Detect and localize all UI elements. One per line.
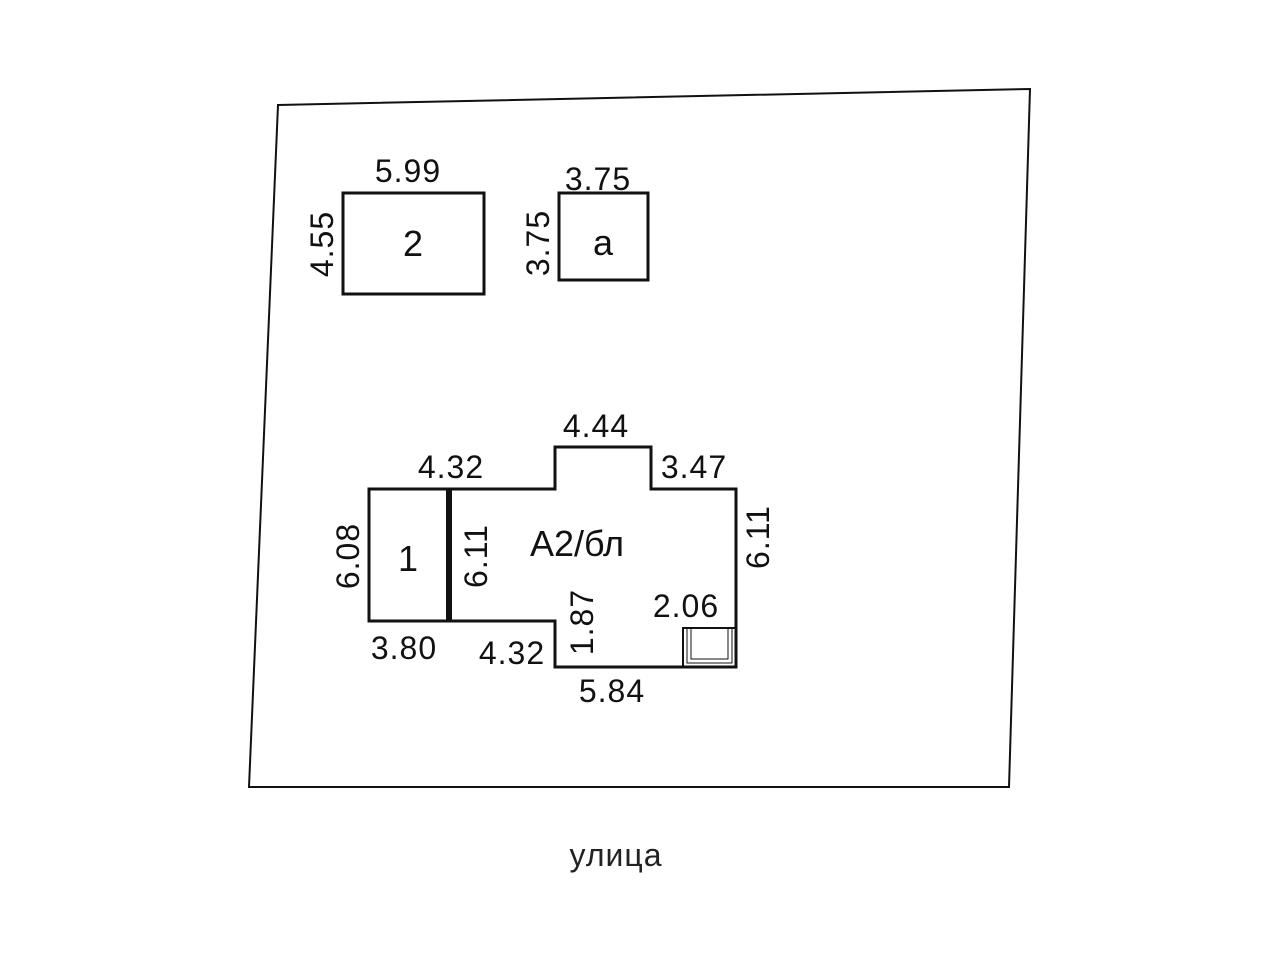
building-1-depth-dim: 6.08 bbox=[330, 523, 366, 589]
building-1-bottom-dim: 3.80 bbox=[371, 630, 437, 666]
main-bottom-left-dim: 4.32 bbox=[479, 635, 545, 671]
building-2-width-dim: 5.99 bbox=[375, 153, 441, 189]
plot-boundary bbox=[247, 87, 1032, 788]
main-house: А2/бл 4.32 4.44 3.47 6.11 6.11 4.32 1.87… bbox=[418, 408, 776, 709]
building-2-label: 2 bbox=[403, 223, 423, 264]
main-house-label: А2/бл bbox=[530, 523, 624, 564]
building-2: 2 5.99 4.55 bbox=[304, 153, 486, 296]
main-top-left-dim: 4.32 bbox=[418, 449, 484, 485]
building-a: a 3.75 3.75 bbox=[520, 161, 650, 282]
porch-outline bbox=[682, 627, 737, 668]
porch-dim: 2.06 bbox=[653, 588, 719, 624]
porch-step-2 bbox=[690, 628, 729, 660]
main-top-mid-dim: 4.44 bbox=[563, 408, 629, 444]
main-notch-dim: 1.87 bbox=[564, 589, 600, 655]
main-right-dim: 6.11 bbox=[740, 505, 776, 569]
building-a-label: a bbox=[593, 222, 614, 263]
building-a-outline bbox=[557, 191, 650, 282]
main-house-outline bbox=[449, 445, 738, 669]
building-2-depth-dim: 4.55 bbox=[304, 211, 340, 277]
building-2-outline bbox=[341, 191, 486, 296]
building-1-outline bbox=[367, 487, 449, 623]
main-left-wall-dim: 6.11 bbox=[458, 524, 494, 588]
main-bottom-dim: 5.84 bbox=[579, 673, 645, 709]
porch-step-1 bbox=[686, 628, 733, 664]
building-1-label: 1 bbox=[398, 538, 418, 579]
building-a-width-dim: 3.75 bbox=[565, 161, 631, 197]
main-top-right-dim: 3.47 bbox=[661, 449, 727, 485]
street-label: улица bbox=[570, 837, 663, 873]
building-1: 1 6.08 3.80 bbox=[330, 487, 452, 666]
porch-steps bbox=[682, 627, 737, 668]
building-a-depth-dim: 3.75 bbox=[520, 210, 556, 276]
